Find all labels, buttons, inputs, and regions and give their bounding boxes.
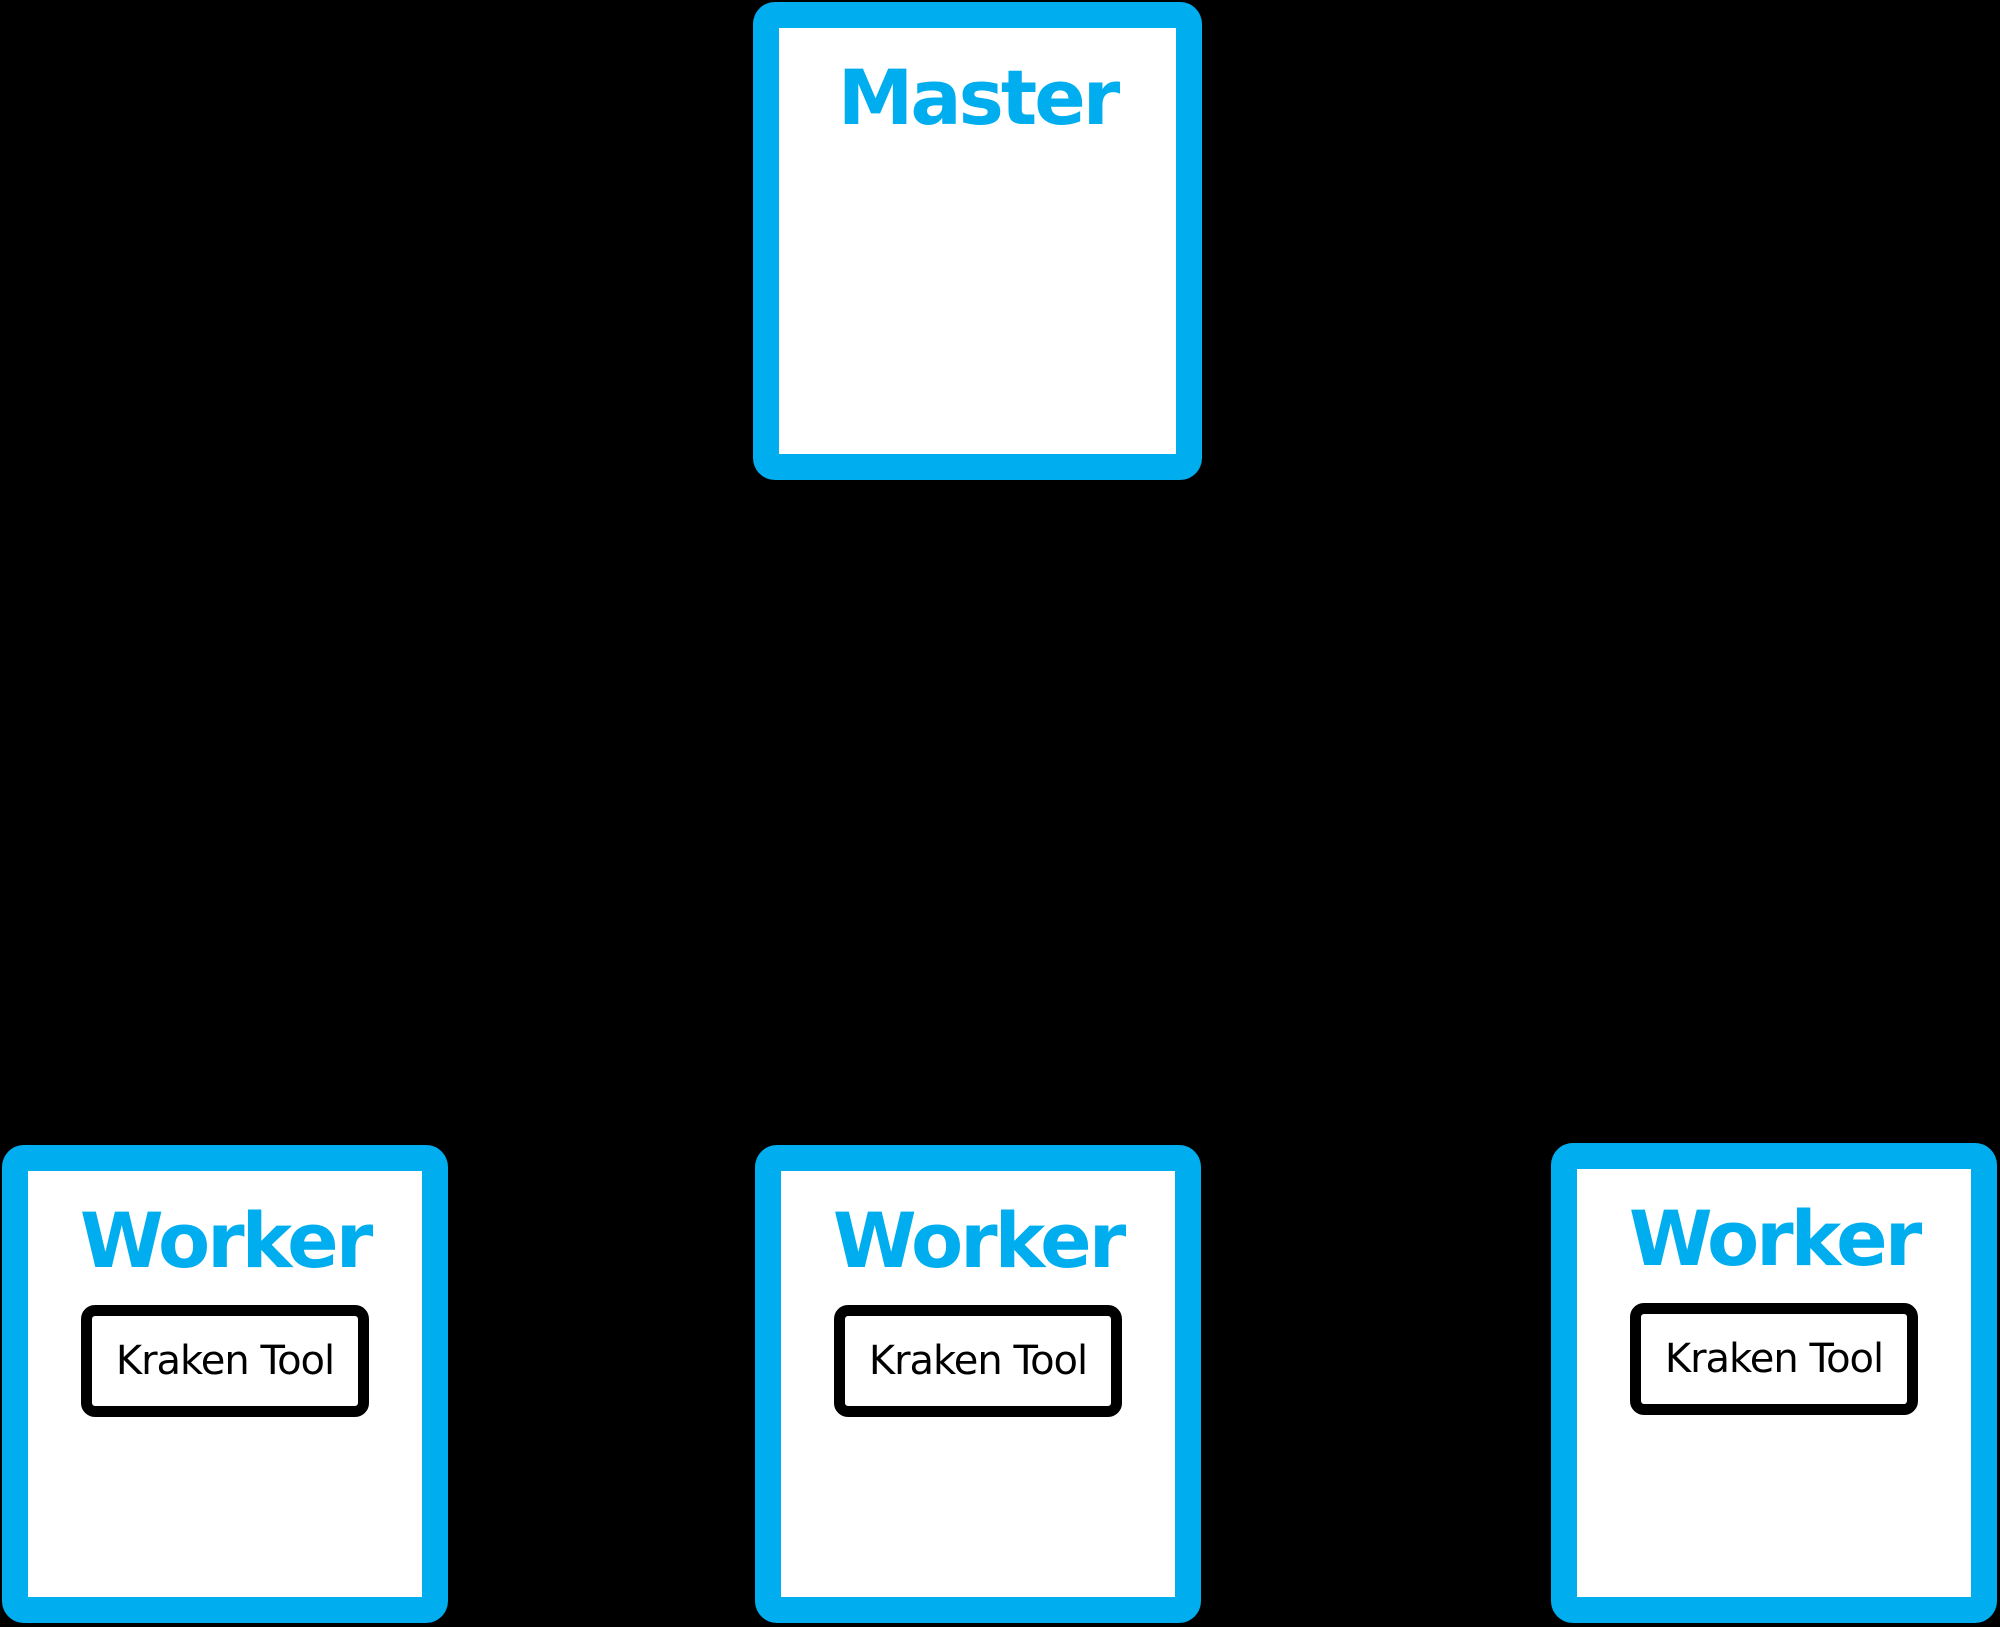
worker-label: Worker (832, 1196, 1126, 1285)
kraken-tool-box: Kraken Tool (81, 1305, 369, 1417)
kraken-tool-label: Kraken Tool (868, 1338, 1088, 1384)
worker-label: Worker (1628, 1194, 1922, 1283)
kraken-tool-label: Kraken Tool (1664, 1336, 1884, 1382)
kraken-tool-label: Kraken Tool (115, 1338, 335, 1384)
worker-node-2: Worker Kraken Tool (755, 1145, 1201, 1623)
worker-node-1: Worker Kraken Tool (2, 1145, 448, 1623)
master-label: Master (837, 53, 1121, 142)
worker-node-3: Worker Kraken Tool (1551, 1143, 1997, 1623)
worker-label: Worker (79, 1196, 373, 1285)
master-node: Master (753, 2, 1202, 480)
kraken-tool-box: Kraken Tool (834, 1305, 1122, 1417)
kraken-tool-box: Kraken Tool (1630, 1303, 1918, 1415)
